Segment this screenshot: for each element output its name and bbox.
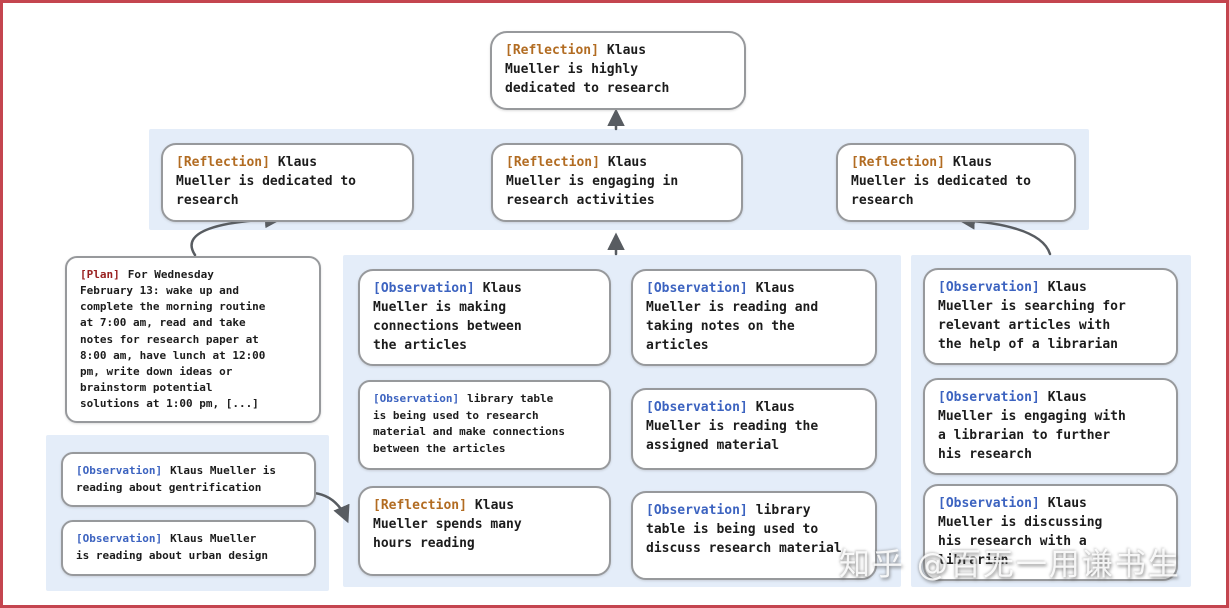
node-text: Klaus Mueller is engaging with a librari… (938, 390, 1126, 462)
node-obs-taking-notes: [Observation]Klaus Mueller is reading an… (631, 269, 877, 367)
reflection-tag: [Reflection] (176, 155, 270, 170)
node-obs-searching-articles: [Observation]Klaus Mueller is searching … (923, 268, 1178, 366)
node-obs-connections: [Observation]Klaus Mueller is making con… (358, 269, 611, 367)
observation-tag: [Observation] (938, 390, 1040, 405)
node-plan: [Plan]For Wednesday February 13: wake up… (65, 256, 321, 424)
node-text: For Wednesday February 13: wake up and c… (80, 268, 266, 411)
node-reflection-root: [Reflection]Klaus Mueller is highly dedi… (490, 31, 746, 110)
node-text: Klaus Mueller is reading and taking note… (646, 281, 819, 353)
node-text: Klaus Mueller is discussing his research… (938, 496, 1103, 568)
node-obs-gentrification: [Observation]Klaus Mueller is reading ab… (61, 452, 316, 507)
observation-tag: [Observation] (373, 392, 460, 405)
node-text: Klaus Mueller is searching for relevant … (938, 280, 1126, 352)
node-text: Klaus Mueller is reading the assigned ma… (646, 400, 819, 453)
node-text: Klaus Mueller is making connections betw… (373, 281, 522, 353)
observation-tag: [Observation] (373, 281, 475, 296)
node-text: library table is being used to discuss r… (646, 503, 842, 556)
node-reflection-hours-reading: [Reflection]Klaus Mueller spends many ho… (358, 486, 611, 576)
node-obs-library-discuss: [Observation]library table is being used… (631, 491, 877, 580)
observation-tag: [Observation] (938, 280, 1040, 295)
observation-tag: [Observation] (76, 532, 163, 545)
node-reflection-left: [Reflection]Klaus Mueller is dedicated t… (161, 143, 414, 222)
observation-tag: [Observation] (646, 281, 748, 296)
node-text: Klaus Mueller is engaging in research ac… (506, 155, 679, 208)
observation-tag: [Observation] (646, 503, 748, 518)
node-obs-urban-design: [Observation]Klaus Mueller is reading ab… (61, 520, 316, 576)
node-obs-engaging-librarian: [Observation]Klaus Mueller is engaging w… (923, 378, 1178, 476)
node-text: Klaus Mueller is reading about urban des… (76, 532, 269, 562)
reflection-tag: [Reflection] (373, 498, 467, 513)
observation-tag: [Observation] (938, 496, 1040, 511)
node-reflection-right: [Reflection]Klaus Mueller is dedicated t… (836, 143, 1076, 222)
node-obs-assigned-material: [Observation]Klaus Mueller is reading th… (631, 388, 877, 470)
reflection-tag: [Reflection] (506, 155, 600, 170)
node-text: Klaus Mueller is highly dedicated to res… (505, 43, 670, 96)
node-text: Klaus Mueller is reading about gentrific… (76, 464, 277, 494)
node-text: Klaus Mueller spends many hours reading (373, 498, 522, 551)
node-obs-library-research: [Observation]library table is being used… (358, 380, 611, 470)
node-obs-discussing-librarian: [Observation]Klaus Mueller is discussing… (923, 484, 1178, 582)
node-reflection-mid: [Reflection]Klaus Mueller is engaging in… (491, 143, 743, 222)
node-text: Klaus Mueller is dedicated to research (176, 155, 357, 208)
observation-tag: [Observation] (76, 464, 163, 477)
node-text: Klaus Mueller is dedicated to research (851, 155, 1032, 208)
plan-tag: [Plan] (80, 268, 120, 281)
node-text: library table is being used to research … (373, 392, 566, 455)
reflection-tag: [Reflection] (851, 155, 945, 170)
zhihu-watermark: 知乎 @百无一用谦书生 (839, 547, 1181, 583)
reflection-tag: [Reflection] (505, 43, 599, 58)
observation-tag: [Observation] (646, 400, 748, 415)
